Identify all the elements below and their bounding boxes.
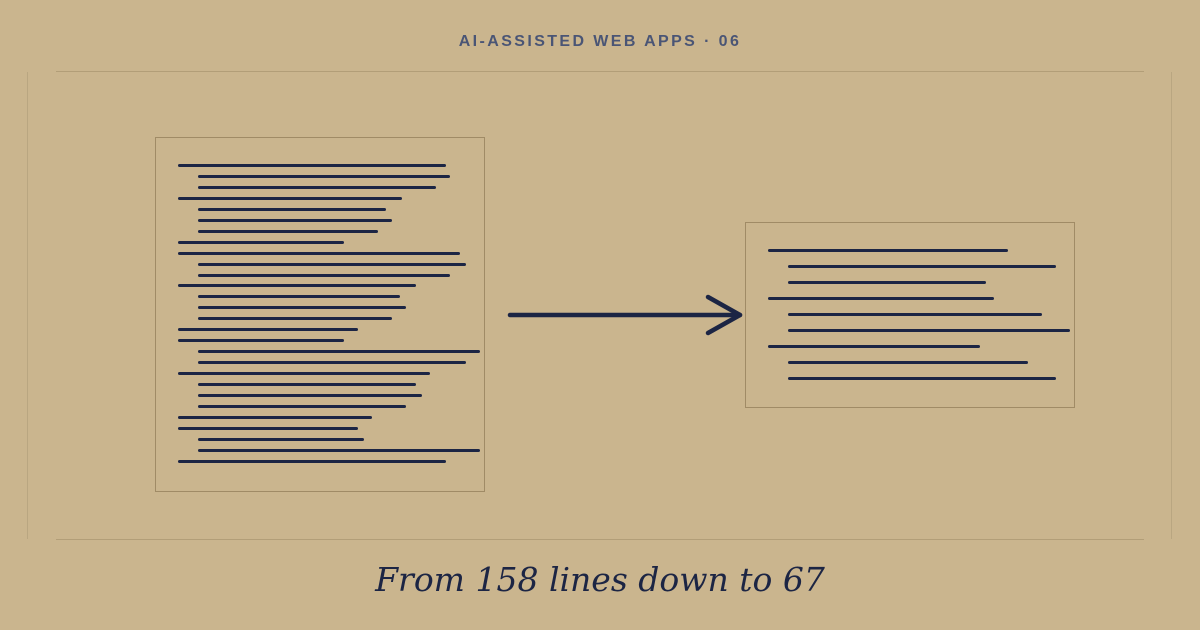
code-line <box>178 372 430 376</box>
summary-caption: From 158 lines down to 67 <box>375 560 825 599</box>
code-line <box>198 262 466 266</box>
code-line <box>198 393 422 397</box>
code-line <box>178 251 460 255</box>
top-divider <box>56 71 1144 72</box>
code-line <box>788 281 986 284</box>
bottom-divider <box>56 539 1144 540</box>
code-line <box>198 317 392 321</box>
code-line <box>178 339 344 343</box>
code-line <box>788 329 1070 332</box>
code-line <box>198 174 450 178</box>
series-kicker: AI-ASSISTED WEB APPS · 06 <box>458 33 742 50</box>
code-line <box>788 313 1042 316</box>
code-line <box>198 306 406 310</box>
code-line <box>198 383 416 386</box>
code-line <box>198 350 480 354</box>
code-line <box>198 185 436 189</box>
code-after-panel <box>745 222 1075 408</box>
code-line <box>198 361 466 365</box>
code-line <box>768 249 1008 252</box>
code-line <box>178 426 358 430</box>
code-line <box>198 295 400 299</box>
code-line <box>198 218 392 222</box>
right-divider <box>1171 72 1172 539</box>
code-line <box>178 459 446 463</box>
code-line <box>198 437 364 441</box>
code-line <box>178 328 358 332</box>
code-line <box>198 229 378 233</box>
code-line <box>768 297 994 300</box>
left-divider <box>27 72 28 539</box>
code-line <box>768 345 980 348</box>
code-before-panel <box>155 137 485 492</box>
code-line <box>178 415 372 419</box>
code-line <box>788 361 1028 364</box>
code-line <box>178 284 416 288</box>
code-line <box>198 273 450 277</box>
code-line <box>788 265 1056 268</box>
code-line <box>788 377 1056 380</box>
arrow-right-icon <box>507 294 743 336</box>
code-line <box>178 164 446 167</box>
code-line <box>198 207 386 211</box>
code-line <box>178 240 344 244</box>
code-line <box>198 404 406 408</box>
code-line <box>198 448 480 452</box>
code-line <box>178 196 402 200</box>
